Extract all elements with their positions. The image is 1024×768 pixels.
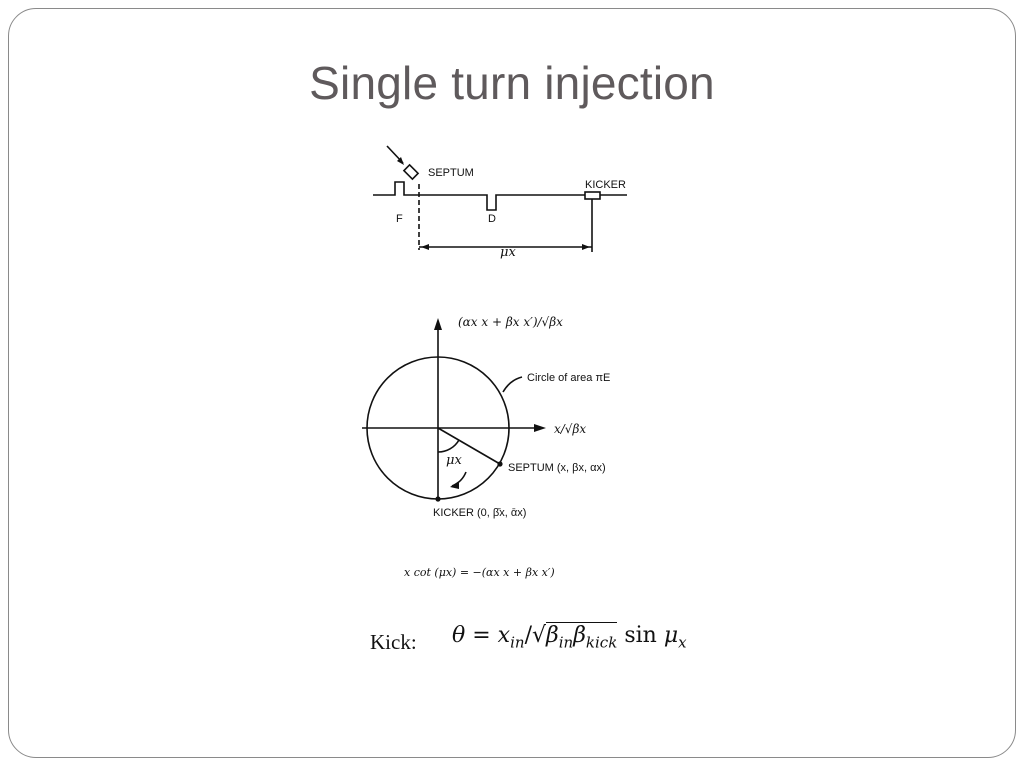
septum-magnet: [402, 163, 420, 181]
x-symbol: x: [497, 623, 511, 648]
circle-label-leader: [502, 376, 523, 393]
x-subscript: in: [510, 633, 525, 652]
septum-label: SEPTUM: [428, 167, 474, 179]
slide-frame: [8, 8, 1016, 758]
beta-in-subscript: in: [558, 633, 574, 652]
septum-point-label: SEPTUM (x, βx, αx): [508, 462, 606, 474]
kicker-magnet: [584, 191, 601, 200]
slash-symbol: /: [524, 623, 532, 648]
angle-label: μx: [446, 453, 462, 468]
lattice-diagram: [373, 145, 627, 252]
kick-formula: θ = xin/√βinβkick sin μx: [452, 622, 687, 651]
kicker-point-label: KICKER (0, β̄x, ᾱx): [433, 507, 526, 519]
y-axis-label: (αx x + βx x′)/√βx: [458, 315, 563, 329]
mu-symbol: μ: [663, 623, 679, 648]
f-quad-label: F: [396, 213, 403, 225]
condition-formula: x cot (μx) = −(αx x + βx x′): [404, 566, 555, 579]
sin-function: sin: [624, 623, 657, 648]
angle-arc: [437, 439, 460, 453]
beta-in-symbol: β: [546, 623, 559, 648]
kicker-point: [435, 496, 441, 502]
circle-area-label: Circle of area πE: [527, 372, 610, 384]
equals-sign: =: [465, 623, 498, 648]
sqrt-sign: √: [531, 623, 547, 648]
kicker-label: KICKER: [585, 179, 626, 191]
phase-advance-label: μx: [500, 245, 516, 260]
injection-arrowhead: [397, 157, 404, 165]
septum-point: [497, 461, 503, 467]
septum-radius: [437, 427, 501, 465]
beta-kick-symbol: β: [573, 623, 586, 648]
beamline: [373, 181, 585, 211]
theta-symbol: θ: [452, 623, 466, 648]
mu-subscript: x: [678, 633, 687, 652]
d-quad-label: D: [488, 213, 496, 225]
sqrt-radicand: βinβkick: [546, 622, 618, 652]
slide-title: Single turn injection: [309, 57, 715, 109]
x-axis-label: x/√βx: [554, 422, 586, 436]
beta-kick-subscript: kick: [585, 633, 618, 652]
kick-label: Kick:: [370, 630, 417, 654]
